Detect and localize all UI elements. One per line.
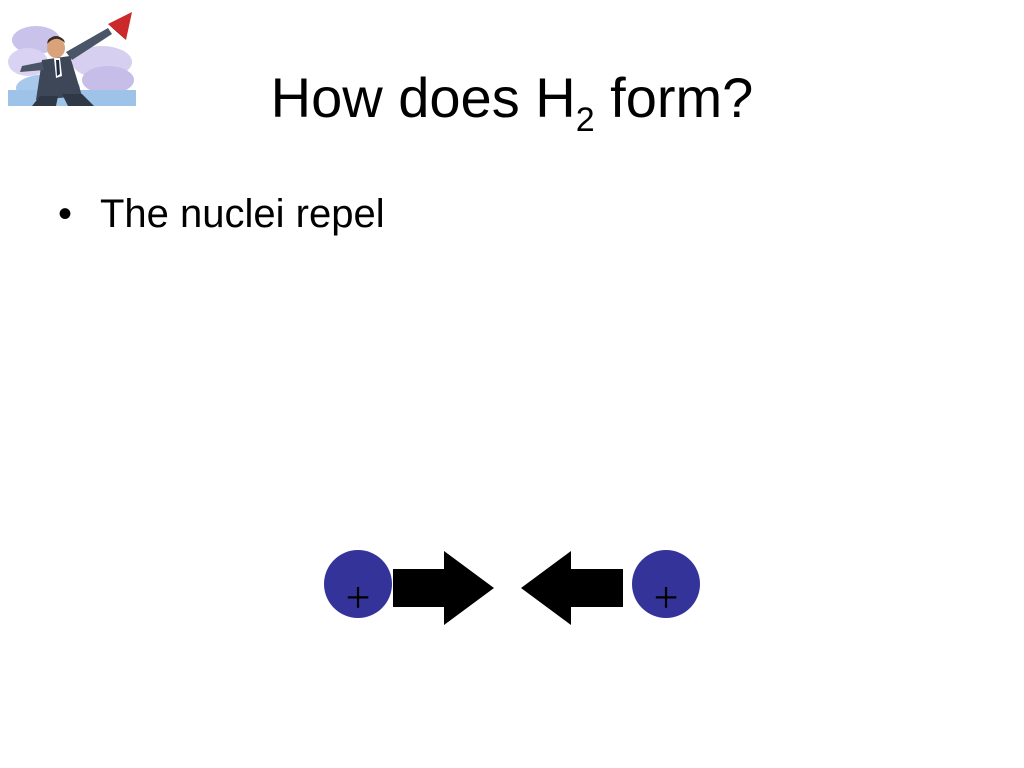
left-nucleus [324, 550, 392, 618]
right-nucleus-label: + [654, 573, 679, 622]
bullet-text: The nuclei repel [100, 192, 385, 236]
businessman-clipart-icon [8, 10, 136, 106]
title-subscript-text: 2 [575, 101, 595, 139]
slide-title: How does H2 form? [0, 62, 1024, 137]
title-rest-text: form? [594, 66, 754, 129]
bullet-list: • The nuclei repel [58, 190, 385, 238]
bullet-item: • The nuclei repel [58, 190, 385, 238]
left-nucleus-label: + [346, 573, 371, 622]
bullet-marker: • [58, 192, 73, 236]
right-pointing-arrow [393, 551, 494, 625]
right-nucleus [632, 550, 700, 618]
left-pointing-arrow [521, 551, 623, 625]
title-main-text: How does H [270, 66, 576, 129]
